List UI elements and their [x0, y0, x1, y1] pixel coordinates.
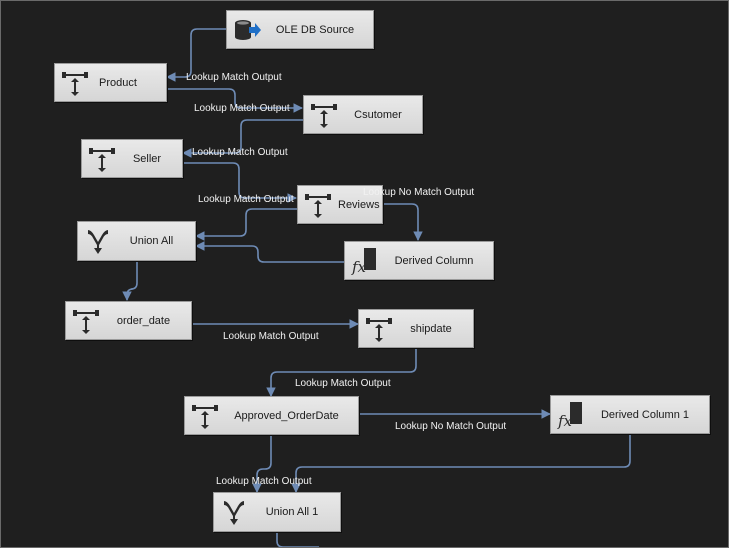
- path-shipdate-to-approved[interactable]: [266, 348, 417, 397]
- node-shipdate[interactable]: shipdate: [358, 309, 474, 348]
- path-reviews-to-union-all[interactable]: [195, 208, 297, 241]
- node-label: Approved_OrderDate: [234, 409, 339, 422]
- path-label-product-match: Lookup Match Output: [186, 72, 282, 83]
- node-seller[interactable]: Seller: [81, 139, 183, 178]
- node-label: Csutomer: [354, 108, 402, 121]
- node-label: shipdate: [410, 322, 452, 335]
- node-derived-column-1[interactable]: fx Derived Column 1: [550, 395, 710, 434]
- node-derived-column[interactable]: fx Derived Column: [344, 241, 494, 280]
- path-reviews-to-derived-column[interactable]: [383, 203, 423, 241]
- node-union-all-1[interactable]: Union All 1: [213, 492, 341, 532]
- union-all-icon: [88, 230, 108, 254]
- path-seller-to-reviews[interactable]: [183, 162, 297, 203]
- lookup-icon: [62, 71, 88, 96]
- node-csutomer[interactable]: Csutomer: [303, 95, 423, 134]
- path-derived-column-1-to-union-all-1[interactable]: [291, 434, 631, 493]
- path-csutomer-to-seller[interactable]: [182, 119, 303, 158]
- node-reviews[interactable]: Reviews: [297, 185, 383, 224]
- node-label: Seller: [132, 152, 162, 165]
- svg-text:fx: fx: [557, 412, 573, 430]
- node-label: Derived Column: [394, 254, 474, 267]
- lookup-icon: [192, 404, 218, 429]
- union-all-icon: [224, 501, 244, 525]
- path-union-all-1-output[interactable]: [276, 532, 319, 547]
- path-label-shipdate-match: Lookup Match Output: [295, 378, 391, 389]
- path-source-to-product[interactable]: [166, 28, 226, 82]
- node-label: Derived Column 1: [600, 408, 690, 421]
- lookup-icon: [89, 147, 115, 172]
- path-label-approved-no-match: Lookup No Match Output: [395, 421, 507, 432]
- node-ole-db-source[interactable]: OLE DB Source: [226, 10, 374, 49]
- path-label-seller-match: Lookup Match Output: [192, 147, 288, 158]
- database-source-icon: [235, 19, 261, 40]
- node-label: Union All 1: [265, 506, 319, 518]
- path-approved-to-union-all-1[interactable]: [252, 435, 272, 493]
- path-label-approved-match: Lookup Match Output: [216, 476, 312, 487]
- path-label-order-date-match: Lookup Match Output: [223, 331, 319, 342]
- path-label-csutomer-match: Lookup Match Output: [194, 103, 290, 114]
- svg-text:fx: fx: [351, 258, 367, 276]
- path-label-reviews-match: Lookup Match Output: [198, 194, 294, 205]
- lookup-icon: [366, 317, 392, 342]
- lookup-icon: [73, 309, 99, 334]
- node-union-all[interactable]: Union All: [77, 221, 196, 261]
- path-union-all-to-order-date[interactable]: [122, 261, 138, 301]
- node-label: order_date: [116, 314, 171, 327]
- path-product-to-csutomer[interactable]: [167, 88, 303, 113]
- derived-column-icon: fx: [557, 401, 582, 430]
- path-derived-column-to-union-all[interactable]: [195, 241, 344, 263]
- node-label: Reviews: [338, 198, 380, 211]
- node-label: OLE DB Source: [275, 23, 355, 36]
- derived-column-icon: fx: [351, 247, 376, 276]
- lookup-icon: [305, 193, 331, 218]
- lookup-icon: [311, 103, 337, 128]
- path-label-reviews-no-match: Lookup No Match Output: [363, 187, 475, 198]
- node-label: Product: [99, 76, 137, 89]
- node-order-date[interactable]: order_date: [65, 301, 192, 340]
- node-approved-orderdate[interactable]: Approved_OrderDate: [184, 396, 359, 435]
- node-label: Union All: [129, 235, 174, 247]
- node-product[interactable]: Product: [54, 63, 167, 102]
